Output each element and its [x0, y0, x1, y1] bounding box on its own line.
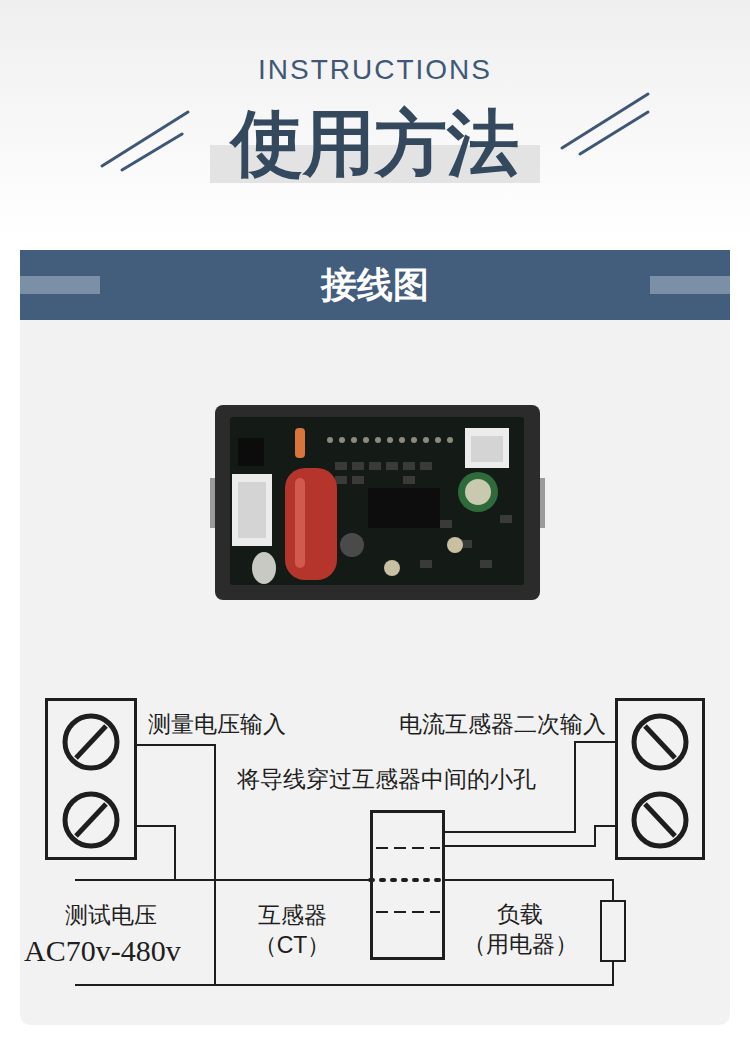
wire-line — [445, 880, 613, 900]
wire-line — [137, 826, 370, 880]
section-band: 接线图 — [20, 250, 730, 320]
node-label: 负载 （用电器） — [458, 900, 582, 960]
page-title: 使用方法 — [0, 104, 750, 183]
terminal-block: 电流互感器二次输入 — [615, 698, 705, 860]
wire — [137, 745, 613, 985]
wire — [445, 880, 613, 900]
ct-core — [370, 848, 445, 912]
header-ground — [0, 0, 750, 240]
note-label: 将导线穿过互感器中间的小孔 — [237, 764, 536, 795]
wire-line — [445, 826, 615, 846]
resistor-symbol: 负载 （用电器） — [600, 900, 626, 962]
panel-ground — [20, 320, 730, 1025]
note-label: 测试电压 — [65, 900, 157, 931]
supply-wires — [75, 880, 215, 985]
terminal-block: 测量电压输入 — [45, 698, 137, 860]
subtitle: INSTRUCTIONS — [0, 54, 750, 86]
wire-line — [137, 745, 613, 985]
wire — [445, 826, 615, 846]
current-transformer: 互感器 （CT） — [370, 810, 445, 960]
node-label: 互感器 （CT） — [237, 901, 347, 961]
band-accent — [20, 276, 100, 294]
band-title: 接线图 — [321, 261, 429, 310]
node-label: 测量电压输入 — [148, 709, 286, 740]
node-label: 电流互感器二次输入 — [399, 709, 606, 740]
pcb-module — [210, 405, 545, 600]
band-accent — [650, 276, 730, 294]
note-label: AC70v-480v — [24, 934, 181, 968]
wire — [137, 826, 370, 880]
